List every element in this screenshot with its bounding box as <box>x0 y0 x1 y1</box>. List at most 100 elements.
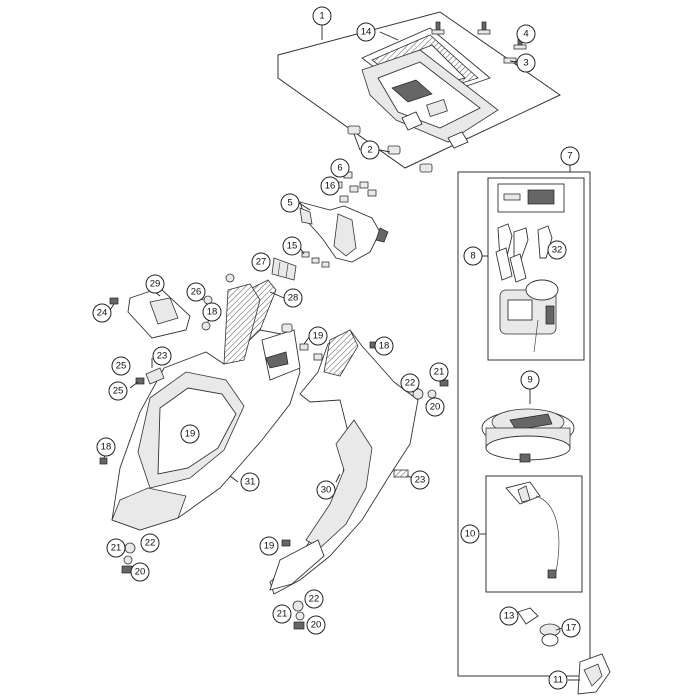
callout-21: 20 <box>425 397 445 417</box>
svg-text:22: 22 <box>309 594 320 605</box>
callout-22: 22 <box>400 373 420 393</box>
callout-5: 5 <box>280 193 300 213</box>
callout-15: 17 <box>561 618 581 638</box>
callout-13: 13 <box>499 606 519 626</box>
callout-18-b: 18 <box>374 336 394 356</box>
svg-text:16: 16 <box>325 181 336 192</box>
callout-1: 1 <box>312 6 332 26</box>
callout-19-c: 19 <box>259 536 279 556</box>
svg-text:18: 18 <box>379 341 390 352</box>
part-30-right-shroud <box>269 329 419 595</box>
callout-24: 24 <box>92 303 112 323</box>
part-27-clip <box>271 257 297 281</box>
svg-text:21: 21 <box>434 367 445 378</box>
part-2-grommets <box>347 125 433 173</box>
svg-text:21: 21 <box>277 609 288 620</box>
svg-text:17: 17 <box>566 623 577 634</box>
assembly-frame-7 <box>457 164 591 677</box>
callout-9: 9 <box>520 370 540 390</box>
part-29-bracket <box>127 287 191 339</box>
svg-text:29: 29 <box>150 279 161 290</box>
svg-text:24: 24 <box>97 308 108 319</box>
callout-10: 10 <box>460 524 480 544</box>
svg-text:25: 25 <box>116 361 127 372</box>
callout-20-c: 20 <box>306 615 326 635</box>
callout-2: 2 <box>360 140 380 160</box>
svg-text:3: 3 <box>523 58 528 69</box>
callout-18: 18 <box>202 302 222 322</box>
callout-7: 7 <box>560 146 580 166</box>
callout-23: 23 <box>152 346 172 366</box>
svg-text:27: 27 <box>256 257 267 268</box>
svg-text:26: 26 <box>191 287 202 298</box>
part-screws-top <box>431 21 527 64</box>
callout-20: 21 <box>429 362 449 382</box>
svg-text:22: 22 <box>145 538 156 549</box>
callout-8: 8 <box>463 246 483 266</box>
svg-text:23: 23 <box>157 351 168 362</box>
callout-28: 28 <box>283 288 303 308</box>
svg-text:23: 23 <box>415 475 426 486</box>
svg-text:20: 20 <box>430 402 441 413</box>
part-fasteners-lower-middle <box>281 539 305 630</box>
svg-text:19: 19 <box>313 331 324 342</box>
callout-27: 27 <box>251 252 271 272</box>
keys <box>495 223 553 283</box>
part-24-screw <box>109 297 119 311</box>
svg-text:18: 18 <box>101 442 112 453</box>
callout-32: 32 <box>547 240 567 260</box>
assembly-frame-1 <box>277 11 561 169</box>
ignition-lock <box>499 279 559 353</box>
part-23-spring <box>393 469 413 479</box>
svg-text:15: 15 <box>287 241 298 252</box>
svg-text:22: 22 <box>405 378 416 389</box>
svg-text:21: 21 <box>111 543 122 554</box>
part-9-filler-cap <box>481 388 575 463</box>
part-10-sensor-cable <box>505 481 560 579</box>
callout-4: 4 <box>516 24 536 44</box>
part-8-key-set <box>495 183 565 353</box>
callout-17: 16 <box>320 176 340 196</box>
svg-text:6: 6 <box>337 163 342 174</box>
callout-14: 14 <box>356 22 376 42</box>
callout-22-c: 22 <box>304 589 324 609</box>
svg-text:19: 19 <box>185 429 196 440</box>
callout-6: 6 <box>330 158 350 178</box>
part-16-screws <box>299 247 330 268</box>
part-instrument-cluster <box>361 49 499 149</box>
callout-11: 11 <box>548 670 568 690</box>
svg-text:13: 13 <box>504 611 515 622</box>
callout-16: 15 <box>282 236 302 256</box>
callout-25: 26 <box>186 282 206 302</box>
svg-text:28: 28 <box>288 293 299 304</box>
svg-text:4: 4 <box>523 29 528 40</box>
svg-text:9: 9 <box>527 375 532 386</box>
svg-text:14: 14 <box>361 27 372 38</box>
callout-31: 31 <box>240 472 260 492</box>
callout-26: 25 <box>108 381 128 401</box>
callout-29: 29 <box>145 274 165 294</box>
svg-text:8: 8 <box>470 251 475 262</box>
svg-text:7: 7 <box>567 151 572 162</box>
svg-text:20: 20 <box>135 567 146 578</box>
callout-23-b: 23 <box>410 470 430 490</box>
svg-text:11: 11 <box>553 675 563 686</box>
svg-text:1: 1 <box>319 11 324 22</box>
part-grommets-left <box>195 273 235 331</box>
callout-19: 19 <box>308 326 328 346</box>
part-5-bracket <box>298 201 389 263</box>
part-13-15-small <box>517 607 563 647</box>
svg-text:18: 18 <box>207 307 218 318</box>
part-11-cover <box>568 653 611 695</box>
svg-text:5: 5 <box>287 198 292 209</box>
callout-20-b: 20 <box>130 562 150 582</box>
callout-25-b: 25 <box>111 356 131 376</box>
svg-text:31: 31 <box>245 477 256 488</box>
callout-18-c: 18 <box>96 437 116 457</box>
svg-text:10: 10 <box>465 529 476 540</box>
svg-text:30: 30 <box>321 485 332 496</box>
svg-text:19: 19 <box>264 541 275 552</box>
callout-3: 3 <box>516 53 536 73</box>
svg-text:20: 20 <box>311 620 322 631</box>
